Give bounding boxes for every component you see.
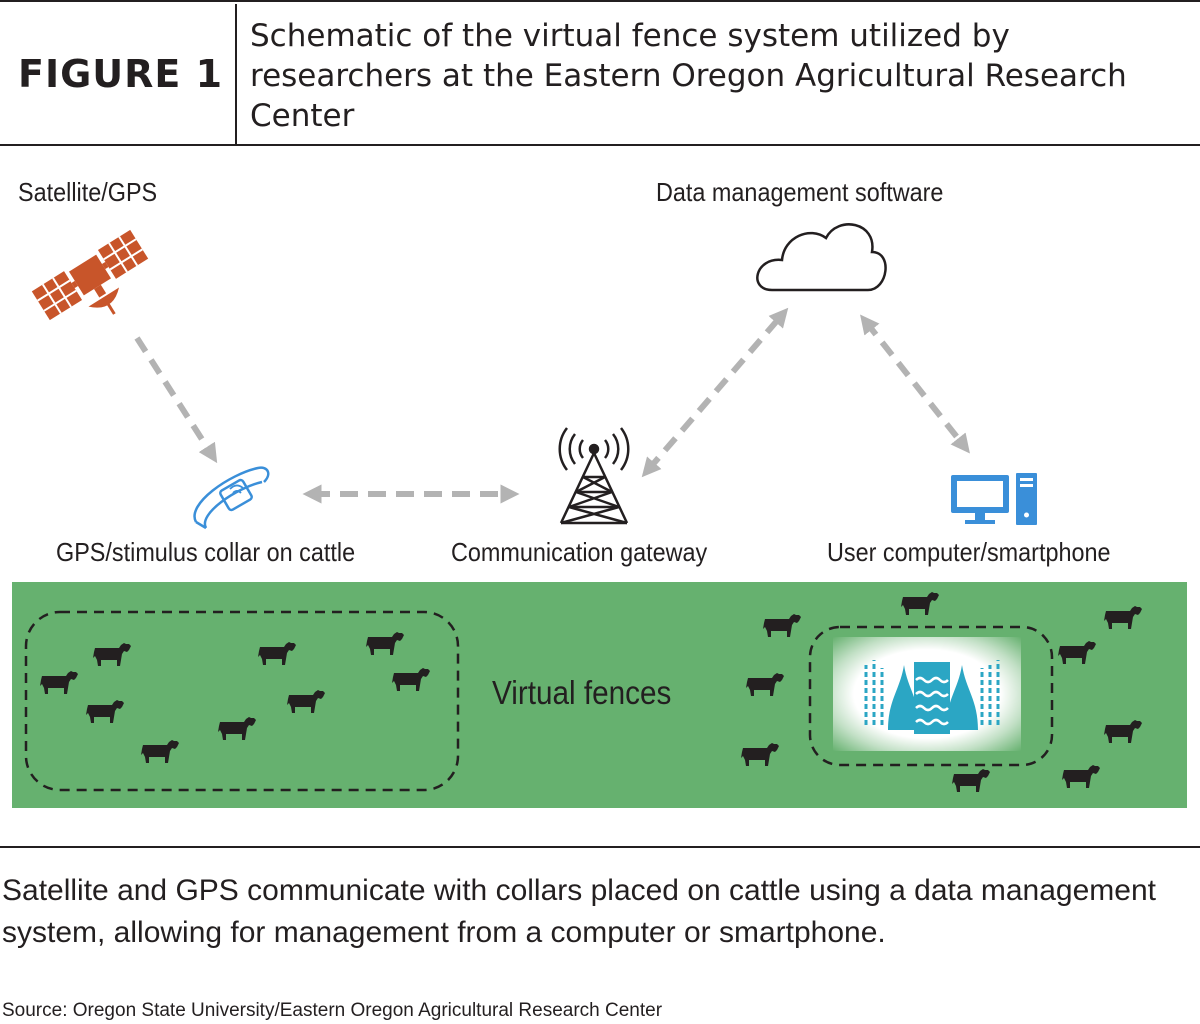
cow-icon [218, 717, 256, 740]
header-top-rule [0, 0, 1200, 2]
gateway-software-arrow [641, 307, 789, 478]
software-label: Data management software [656, 177, 944, 207]
collar-label: GPS/stimulus collar on cattle [56, 537, 356, 567]
tower-icon [558, 427, 630, 525]
virtual-fence-right [808, 625, 1054, 767]
computer-label: User computer/smartphone [827, 537, 1111, 567]
cow-icon [1104, 720, 1142, 743]
cattle-group [40, 592, 1142, 792]
source-note: Source: Oregon State University/Eastern … [2, 1000, 663, 1021]
cow-icon [40, 671, 78, 694]
cow-icon [741, 743, 779, 766]
cow-icon [1058, 641, 1096, 664]
cow-icon [746, 673, 784, 696]
satellite-icon [31, 229, 149, 321]
cow-icon [1104, 606, 1142, 629]
figure-title: Schematic of the virtual fence system ut… [250, 18, 1127, 134]
computer-icon [951, 473, 1037, 525]
gateway-label: Communication gateway [451, 537, 708, 567]
cow-icon [901, 592, 939, 615]
water-feature-icon [864, 660, 1000, 734]
cow-icon [392, 668, 430, 691]
header-divider [235, 4, 237, 145]
satellite-label: Satellite/GPS [18, 177, 158, 207]
caption-rule [0, 846, 1200, 848]
software-computer-arrow [860, 314, 970, 454]
cow-icon [141, 740, 179, 763]
cow-icon [366, 632, 404, 655]
collar-icon [193, 466, 270, 530]
cow-icon [86, 700, 124, 723]
satellite-to-collar-arrow [134, 336, 218, 464]
cloud-icon [756, 223, 887, 292]
cow-icon [258, 642, 296, 665]
cow-icon [763, 614, 801, 637]
figure-caption: Satellite and GPS communicate with colla… [2, 874, 1156, 949]
virtual-fences-label: Virtual fences [492, 674, 672, 711]
cow-icon [1062, 765, 1100, 788]
figure-label: FIGURE 1 [18, 52, 224, 96]
header-bottom-rule [0, 144, 1200, 146]
cow-icon [952, 769, 990, 792]
cow-icon [93, 643, 131, 666]
cow-icon [287, 690, 325, 713]
